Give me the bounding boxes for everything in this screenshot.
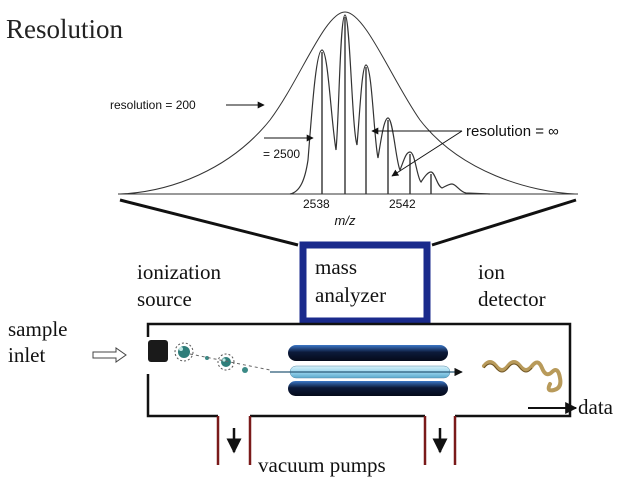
- label-resolution-infinity: resolution = ∞: [466, 123, 559, 140]
- label-resolution-200: resolution = 200: [110, 98, 196, 112]
- tick-label-2538: 2538: [303, 197, 330, 211]
- instrument-housing: [146, 322, 572, 418]
- vacuum-pumps-label: vacuum pumps: [258, 453, 386, 477]
- quadrupole-rod-bottom: [288, 381, 448, 396]
- envelope-curve-res200: [119, 11, 576, 195]
- spectrum-panel: resolution = 200 = 2500 resolution = ∞ 2…: [110, 11, 578, 228]
- ion-detector-label-line2: detector: [478, 287, 546, 311]
- quadrupole-rods: [288, 345, 451, 396]
- ion-source-nozzle: [148, 340, 168, 362]
- vacuum-pump-left: [216, 416, 252, 465]
- x-axis-label: m/z: [335, 213, 356, 228]
- ion-particle: [242, 367, 248, 373]
- vacuum-pump-right: [423, 416, 457, 465]
- zoom-line-left: [119, 198, 299, 247]
- ionization-source-label-line2: source: [137, 287, 192, 311]
- title: Resolution: [6, 14, 124, 44]
- data-label: data: [578, 395, 614, 419]
- peaks-curve-res2500: [289, 14, 491, 195]
- droplet-icon: [174, 342, 194, 362]
- ion-particle: [205, 356, 209, 360]
- arrow-right-outline-icon: [92, 347, 127, 363]
- label-resolution-2500: = 2500: [263, 147, 300, 161]
- arrow-res-inf-2: [391, 130, 463, 177]
- quadrupole-rod-top: [288, 345, 448, 361]
- mass-analyzer-label-line2: analyzer: [315, 283, 386, 307]
- sample-inlet-label-line1: sample: [8, 317, 67, 341]
- ion-detector-label-line1: ion: [478, 260, 505, 284]
- droplet-icon: [217, 353, 235, 371]
- ionization-source-label-line1: ionization: [137, 260, 221, 284]
- tick-label-2542: 2542: [389, 197, 416, 211]
- stick-peaks-res-inf: [321, 17, 432, 194]
- coil-icon-shadow: [483, 363, 533, 373]
- mass-analyzer-box: [299, 241, 431, 325]
- mass-analyzer-label-line1: mass: [315, 255, 357, 279]
- zoom-line-right: [431, 198, 577, 247]
- sample-inlet-label-line2: inlet: [8, 343, 45, 367]
- ion-path: [189, 353, 271, 371]
- coil-icon: [482, 360, 563, 393]
